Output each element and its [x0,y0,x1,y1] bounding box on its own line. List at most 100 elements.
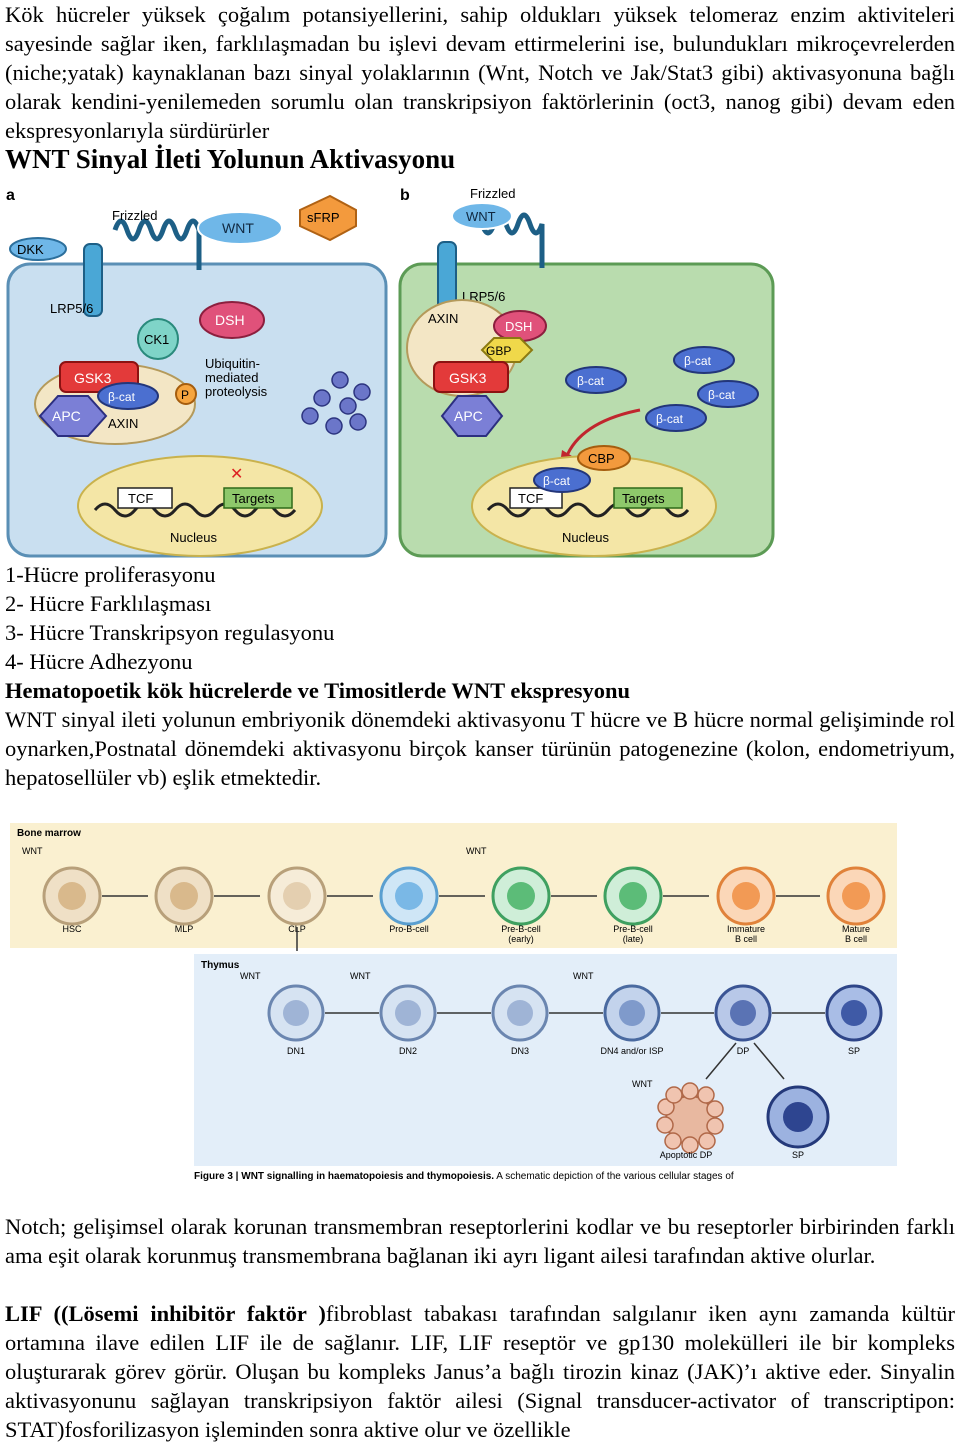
free-bcat-group: β-cat β-cat β-cat β-cat [565,346,759,432]
apc-shape-b [440,395,504,437]
apoptotic-dp-cell [656,1082,724,1154]
wnt-paragraph: WNT sinyal ileti yolunun embriyonik döne… [5,707,955,790]
bcat-label-b1: β-cat [577,374,605,388]
bm-sub-mature: B cell [845,934,867,944]
bcat-label-b3: β-cat [708,388,736,402]
phospho-p [175,383,197,405]
gbp-label: GBP [486,344,511,358]
axin-label-a: AXIN [108,416,138,431]
dkk-label: DKK [17,242,44,257]
nucleus-a [77,455,323,557]
apc-shape-a [38,395,108,437]
wnt-a [197,211,283,245]
apc-label-a: APC [52,408,81,424]
bm-sub-pre-b-early: (early) [508,934,534,944]
bm-cell-immature-b [716,866,776,926]
wnt-label-thy1: WNT [240,971,261,981]
tcf-a [117,487,173,509]
bm-label-pro-b: Pro-B-cell [389,924,429,934]
bone-marrow-label: Bone marrow [17,828,81,839]
bm-cell-mature-b [826,866,886,926]
bm-cell-pre-b-early [491,866,551,926]
tcf-b [509,487,563,509]
bcat-label-b2: β-cat [684,354,712,368]
haematopoiesis-figure: Bone marrow WNT WNT HSC MLP CLP Pro-B-ce… [10,823,897,1182]
wnt-label-thy4: WNT [632,1079,653,1089]
dsh-shape-a [199,301,265,339]
wnt-b [451,202,513,230]
list-item: 1-Hücre proliferasyonu [5,562,216,587]
lrp-receptor-a [83,243,103,317]
axin-label-b: AXIN [428,311,458,326]
bm-label-pre-b-early: Pre-B-cell [501,924,541,934]
degraded-bcat-fragments [301,371,371,435]
thymus-label: Thymus [201,960,240,971]
thy-cell-dp [714,984,772,1042]
gsk3-label-a: GSK3 [74,370,112,386]
panel-a-label: a [6,187,15,204]
caption-bold: Figure 3 | WNT signalling in haematopoie… [194,1171,494,1182]
translocation-arrow [564,408,641,459]
ubiq-label-1: Ubiquitin- [205,356,260,371]
apc-label-b: APC [454,408,483,424]
panel-b-label: b [400,187,410,204]
thy-cell-dn4 [603,984,661,1042]
targets-label-b: Targets [622,491,665,506]
list-item: 4- Hücre Adhezyonu [5,649,193,674]
frizzled-label-a: Frizzled [112,208,158,223]
bm-label-mlp: MLP [175,924,194,934]
sfrp-shape [299,194,357,242]
wnt-label-bm2: WNT [466,846,487,856]
gsk3-shape-b [433,361,509,393]
tcf-label-b: TCF [518,491,543,506]
bm-label-mature: Mature [842,924,870,934]
thy-label-dn3: DN3 [511,1046,529,1056]
targets-label-a: Targets [232,491,275,506]
frizzled-label-b: Frizzled [470,186,516,201]
thy-cell-dn3 [491,984,549,1042]
cbp-label: CBP [588,451,615,466]
thy-label-dn1: DN1 [287,1046,305,1056]
wnt-pathway-figure: a b Frizzled WNT sFRP DKK LRP5/6 CK1 DSH… [6,186,775,558]
dsh-label-b: DSH [505,319,532,334]
list-item: 3- Hücre Transkripsyon regulasyonu [5,620,335,645]
bm-label-pre-b-late: Pre-B-cell [613,924,653,934]
lif-paragraph: LIF ((Lösemi inhibitör faktör )fibroblas… [5,1299,955,1444]
bm-cell-clp [267,866,327,926]
thy-cell-dn2 [379,984,437,1042]
notch-paragraph: Notch; gelişimsel olarak korunan transme… [5,1214,955,1268]
bcat-label-b4: β-cat [656,412,684,426]
sfrp-label: sFRP [307,210,340,225]
bm-label-immature: Immature [727,924,765,934]
nucleus-label-b: Nucleus [562,530,609,545]
wnt-label-b: WNT [466,209,496,224]
dsh-label-a: DSH [215,312,245,328]
bm-cell-mlp [154,866,214,926]
targets-a [223,487,293,509]
bm-cell-hsc [42,866,102,926]
cbp-shape [577,445,631,471]
bm-label-hsc: HSC [62,924,82,934]
tcf-label-a: TCF [128,491,153,506]
heading-wnt-activation: WNT Sinyal İleti Yolunun Aktivasyonu [5,144,456,174]
thy-label-sp: SP [848,1046,860,1056]
bm-sub-pre-b-late: (late) [623,934,644,944]
sp-label-lower: SP [792,1150,804,1160]
bm-sub-immature: B cell [735,934,757,944]
blocked-x: ✕ [230,466,243,483]
list-item: 2- Hücre Farklılaşması [5,591,212,616]
thy-arrows [325,1012,825,1080]
figure-caption: Figure 3 | WNT signalling in haematopoie… [194,1171,734,1182]
thy-label-dp: DP [737,1046,750,1056]
thy-cell-dn1 [267,984,325,1042]
p-label: P [181,388,189,402]
intro-paragraph: Kök hücreler yüksek çoğalım potansiyelle… [5,2,955,143]
bcat-a [97,382,159,410]
lif-rest: fibroblast tabakası tarafından salgılanı… [5,1301,956,1442]
bm-cell-pro-b [379,866,439,926]
gsk3-label-b: GSK3 [449,370,487,386]
caption-rest: A schematic depiction of the various cel… [494,1171,734,1182]
ck1-label: CK1 [144,332,169,347]
apoptotic-label: Apoptotic DP [660,1150,713,1160]
ubiq-label-2: mediated [205,370,258,385]
